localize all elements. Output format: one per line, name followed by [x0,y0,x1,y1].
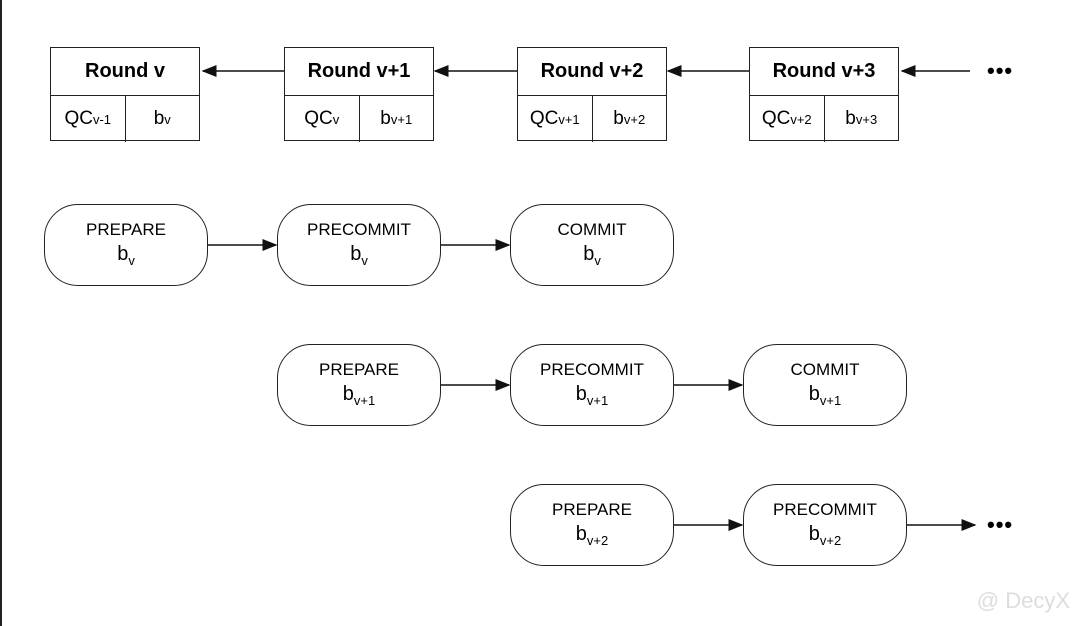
ellipsis: ••• [987,58,1014,83]
round-title: Round v [51,48,199,96]
round-title: Round v+1 [285,48,433,96]
round-title: Round v+3 [750,48,898,96]
left-border [0,0,2,626]
round-title: Round v+2 [518,48,666,96]
watermark: @ DecyX [976,588,1070,613]
ellipsis: ••• [987,512,1014,537]
